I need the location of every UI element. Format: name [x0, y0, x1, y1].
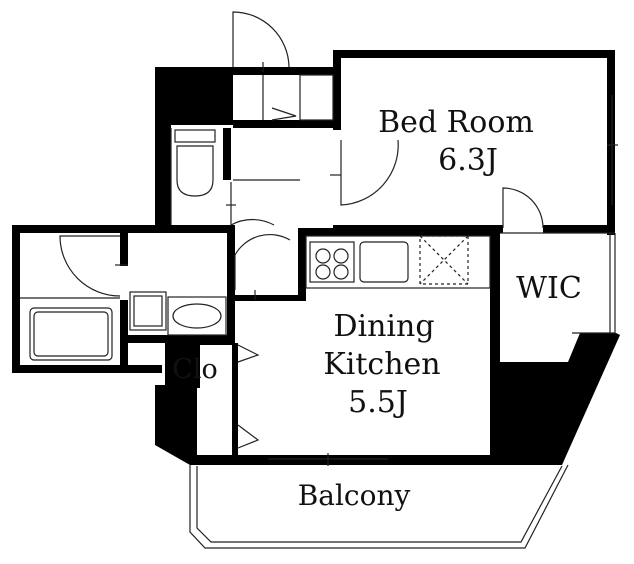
- washbasin-counter: [167, 296, 227, 336]
- wall-bath-bottom: [12, 365, 162, 373]
- burner-1: [315, 248, 331, 264]
- closet-label: Clo: [172, 354, 218, 385]
- dining-size: 5.5J: [348, 385, 408, 420]
- wall-bath-top: [12, 225, 157, 233]
- burner-3: [315, 264, 331, 280]
- wall-bath-divider: [120, 233, 128, 266]
- dining-label-line2: Kitchen: [323, 347, 440, 382]
- wall-hall-bottom: [233, 295, 306, 301]
- wic-door: [502, 187, 544, 229]
- balcony-label: Balcony: [298, 479, 411, 512]
- wic-label: WIC: [516, 271, 582, 306]
- closet-door-lower: [237, 424, 260, 449]
- wall-kitchen-top: [300, 228, 500, 236]
- balcony-outline: [189, 464, 569, 549]
- wall-bedroom-right: [607, 50, 615, 235]
- wall-pillar-lower-left: [155, 343, 235, 465]
- room-labels: Bed Room 6.3J Dining Kitchen 5.5J WIC Cl…: [172, 105, 582, 512]
- washbasin-bowl: [172, 303, 222, 329]
- bathtub: [29, 307, 113, 361]
- wall-wash-bottom: [128, 335, 235, 343]
- wall-bath-divider-lower: [120, 300, 128, 370]
- wall-entry-mid: [233, 120, 341, 128]
- bedroom-size: 6.3J: [438, 143, 498, 178]
- wall-dining-left: [232, 343, 238, 456]
- entrance-door: [232, 11, 290, 68]
- wall-pillar-lower-right: [500, 333, 620, 465]
- wall-dining-bottom: [190, 455, 505, 465]
- washer-pan: [129, 291, 167, 331]
- kitchen-sink: [359, 241, 409, 283]
- dining-label-line1: Dining: [333, 309, 434, 344]
- wall-entry-top: [233, 67, 333, 75]
- wall-pillar-upper-left-block: [155, 67, 233, 125]
- wall-bedroom-left: [333, 50, 341, 130]
- thin-lines: [20, 74, 618, 549]
- toilet-tank: [174, 129, 216, 143]
- balcony-outline-inner: [196, 465, 563, 543]
- wash-door: [234, 234, 291, 290]
- walls: [12, 50, 620, 465]
- wall-toilet-bottom: [155, 225, 235, 233]
- toilet-bowl: [176, 145, 214, 197]
- wall-bedroom-bottom-right: [543, 225, 615, 233]
- shoe-box-door: [271, 107, 297, 121]
- wall-toilet-right: [223, 128, 231, 180]
- burner-2: [333, 248, 349, 264]
- bath-door: [59, 235, 121, 297]
- wall-bedroom-top: [333, 50, 615, 58]
- wall-dining-right: [490, 228, 500, 458]
- closet-door-upper: [237, 344, 260, 363]
- bedroom-name: Bed Room: [378, 105, 534, 140]
- bedroom-door: [340, 139, 399, 206]
- toilet-door: [230, 182, 275, 227]
- fridge-space-x2: [419, 235, 469, 285]
- washer-pan-inner: [133, 295, 163, 327]
- burner-4: [333, 264, 349, 280]
- stove: [309, 241, 355, 283]
- fridge-space: [419, 235, 469, 285]
- wall-bath-left: [12, 225, 20, 373]
- bathtub-inner: [33, 311, 109, 357]
- fridge-space-x1: [419, 235, 469, 285]
- wall-wash-right: [227, 233, 235, 343]
- wall-wic-bottom: [500, 362, 572, 366]
- kitchen-counter: [305, 235, 491, 289]
- doors: [59, 11, 544, 300]
- shoe-box: [299, 74, 334, 121]
- wall-kitchen-left: [298, 228, 306, 300]
